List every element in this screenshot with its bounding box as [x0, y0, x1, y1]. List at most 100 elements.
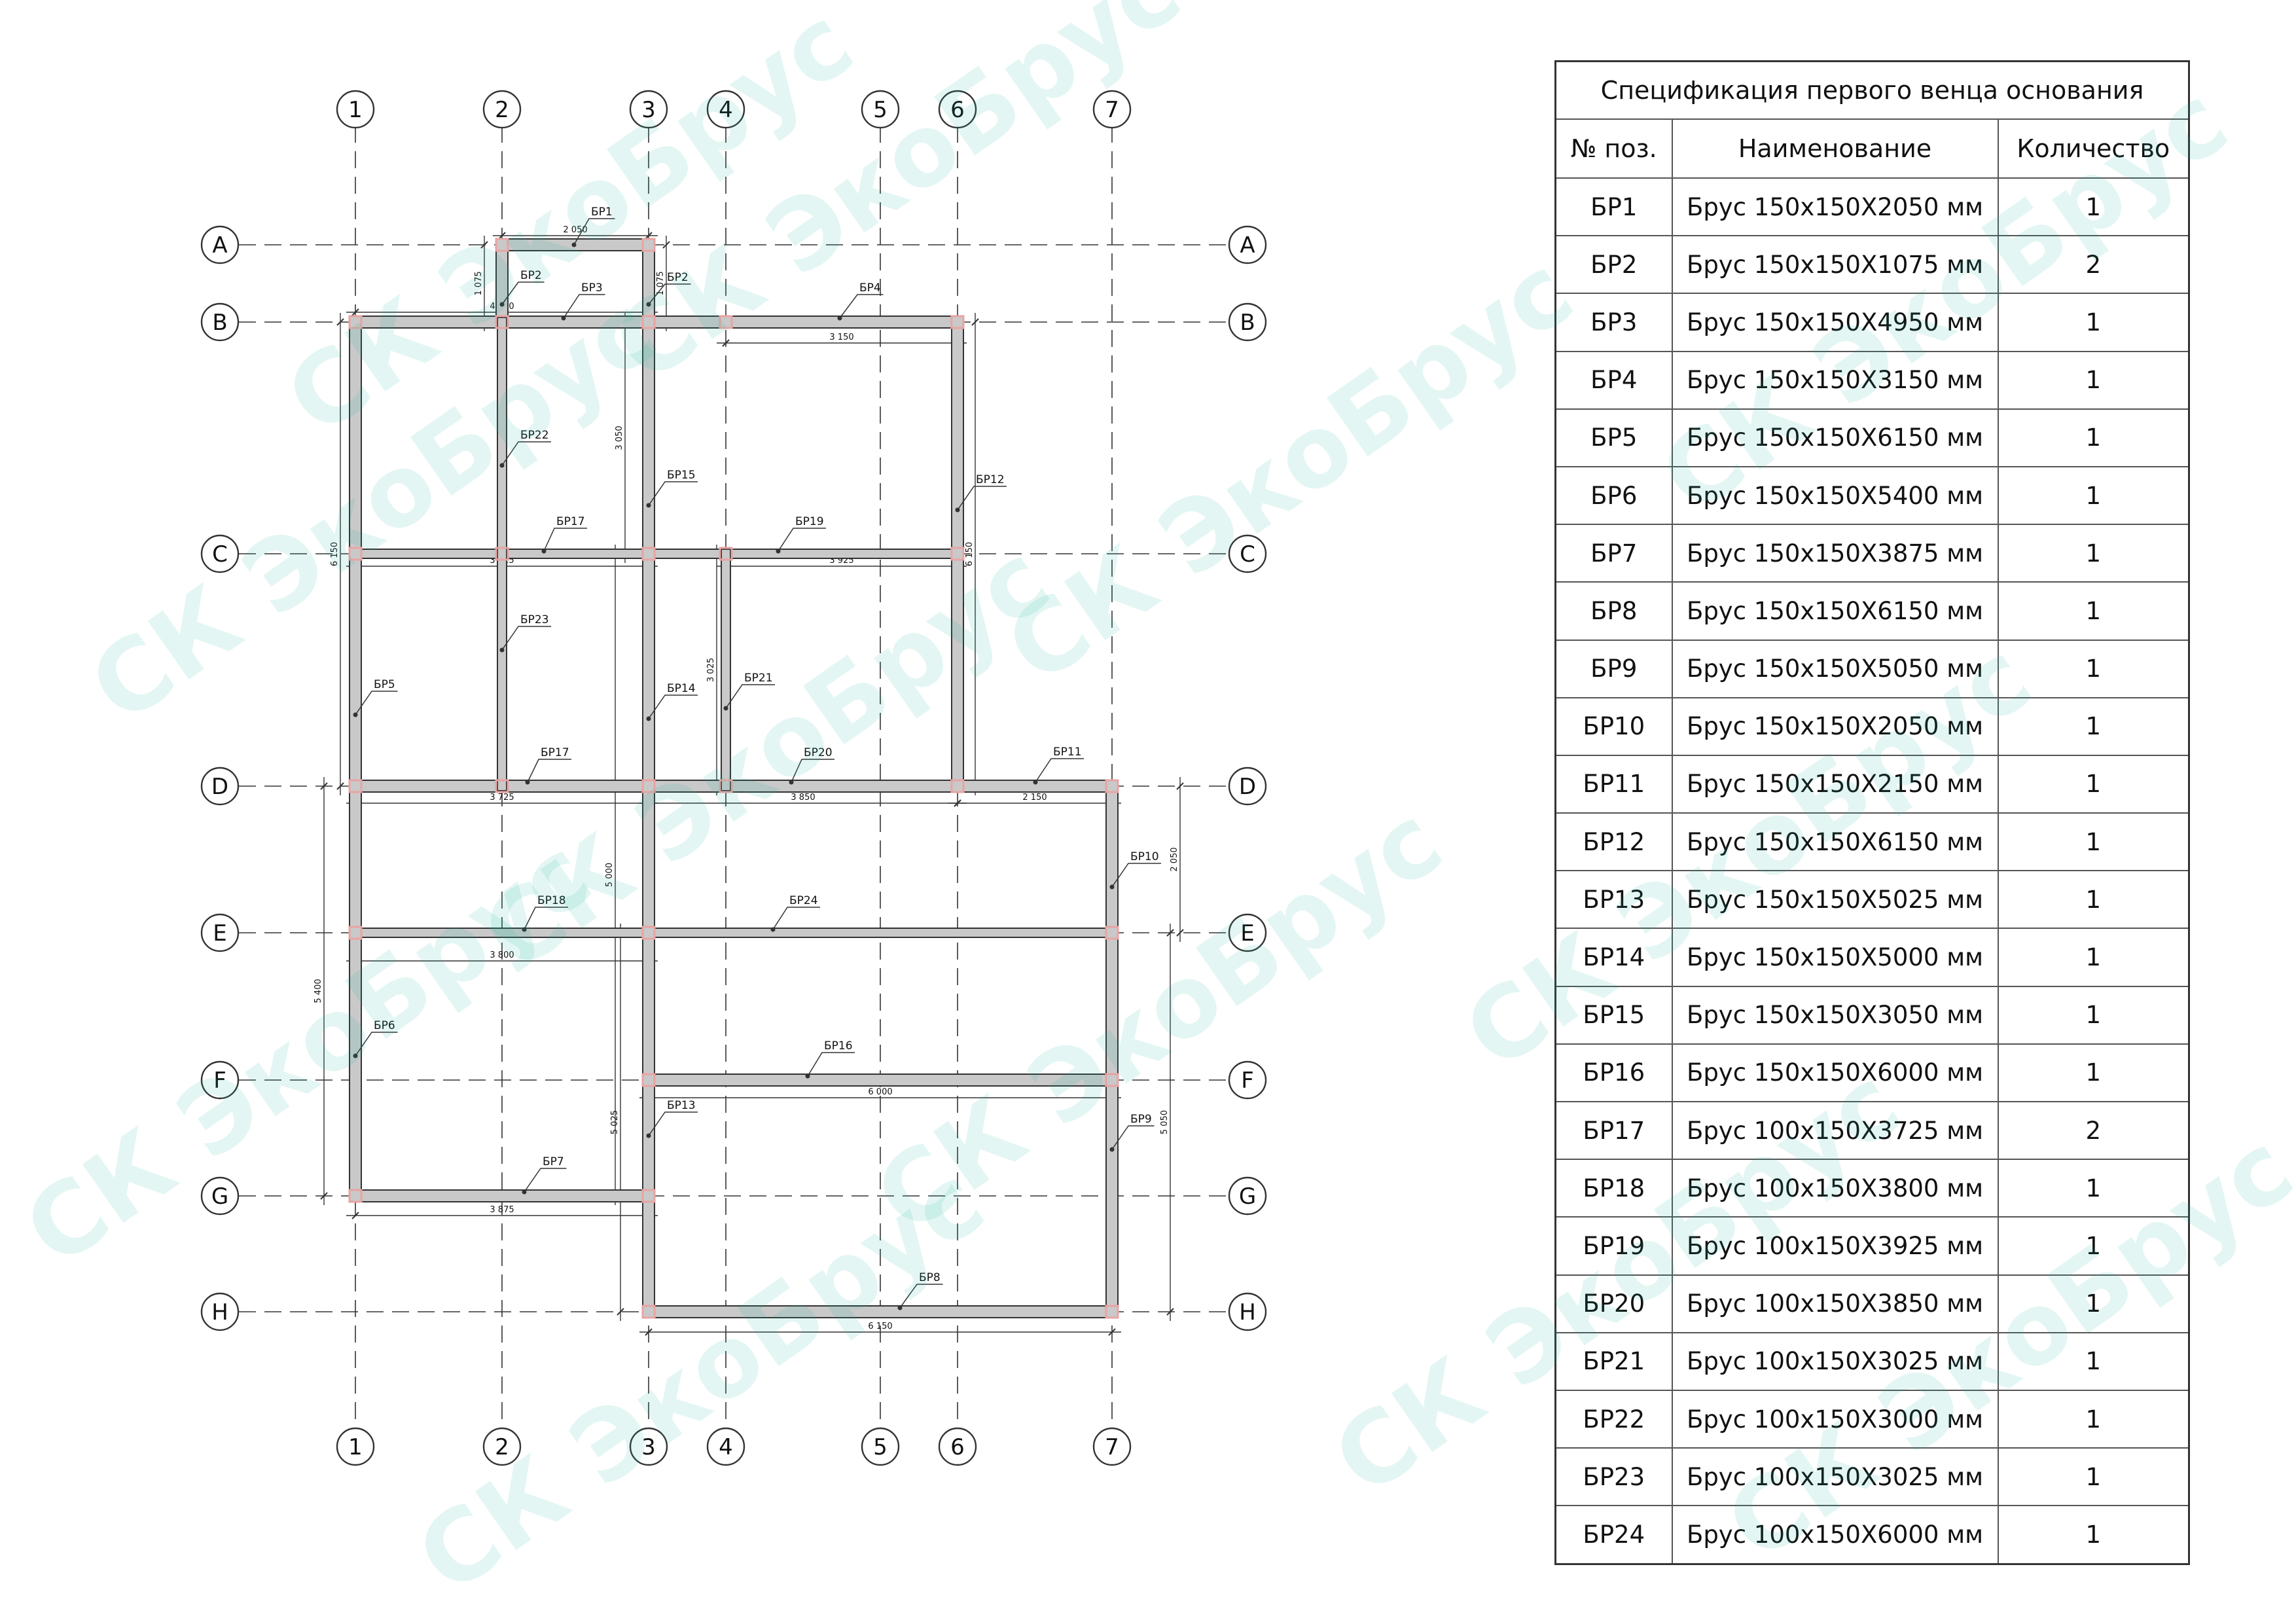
- specification-table: Спецификация первого венца основания № п…: [1554, 60, 2191, 1565]
- axis-bubble: [336, 1427, 375, 1466]
- axis-label: F: [213, 1068, 226, 1094]
- spec-cell-quantity: 1: [1997, 293, 2190, 352]
- beam-joint: [950, 315, 965, 329]
- dimension-label: 6 150: [330, 542, 340, 566]
- beam: [1105, 780, 1119, 1318]
- beam-joint: [641, 779, 656, 793]
- axis-label: H: [1239, 1299, 1256, 1326]
- beam: [349, 316, 362, 1202]
- dimension-tick: [722, 339, 730, 347]
- leader-line: [791, 759, 834, 783]
- dimension-label: 3 050: [615, 425, 624, 450]
- spec-cell-quantity: 1: [1997, 524, 2190, 583]
- beam-tag-label: БР2: [520, 269, 542, 282]
- dimension-tick: [351, 1212, 359, 1219]
- spec-cell-position: БР8: [1554, 581, 1673, 641]
- leader-line: [355, 691, 398, 715]
- spec-cell-position: БР7: [1554, 524, 1673, 583]
- beam-joint: [348, 926, 363, 940]
- dimension-tick: [1166, 1308, 1174, 1316]
- beam: [495, 238, 509, 329]
- axis-label: A: [212, 232, 227, 259]
- dimension-tick: [320, 782, 328, 790]
- spec-cell-name: Брус 100х150Х3025 мм: [1671, 1331, 1999, 1391]
- beam-joint: [641, 547, 656, 561]
- beam-joint: [719, 547, 733, 561]
- axis-label: A: [1240, 232, 1255, 259]
- axis-bubble: [200, 913, 240, 952]
- axis-label: 4: [719, 97, 733, 123]
- beam-joint: [348, 779, 363, 793]
- spec-cell-name: Брус 150х150Х2150 мм: [1671, 754, 1999, 814]
- beam-tag-label: БР8: [919, 1271, 941, 1284]
- axis-bubble: [1228, 913, 1267, 952]
- leader-line: [648, 1111, 698, 1136]
- spec-cell-quantity: 1: [1997, 812, 2190, 872]
- axis-label: E: [1240, 920, 1254, 947]
- leader-line: [839, 294, 884, 319]
- beam-tag-label: БР16: [824, 1039, 853, 1053]
- spec-cell-name: Брус 100х150Х3725 мм: [1671, 1100, 1999, 1161]
- dimension-label: 2 150: [1022, 793, 1047, 803]
- dimension-label: 5 025: [610, 1110, 620, 1134]
- spec-cell-position: БР5: [1554, 408, 1673, 467]
- beam: [349, 780, 1119, 793]
- axis-bubble: [1228, 534, 1267, 573]
- axis-bubble: [706, 1427, 745, 1466]
- spec-cell-quantity: 1: [1997, 581, 2190, 641]
- spec-cell-name: Брус 150х150Х5025 мм: [1671, 870, 1999, 929]
- dimension-tick: [662, 241, 670, 249]
- spec-cell-position: БР17: [1554, 1100, 1673, 1161]
- beam-tag-label: БР6: [374, 1019, 395, 1032]
- beam: [642, 1074, 1119, 1087]
- beam-joint: [348, 1189, 363, 1203]
- beam: [350, 549, 963, 559]
- axis-bubble: [336, 90, 375, 129]
- dimension-label: 3 150: [829, 333, 853, 342]
- beam: [349, 316, 964, 329]
- dimension-tick: [617, 1308, 624, 1316]
- dimension-label: 2 050: [563, 225, 587, 235]
- spec-cell-quantity: 1: [1997, 1447, 2190, 1507]
- beam-joint: [641, 926, 656, 940]
- leader-line: [501, 281, 545, 305]
- spec-cell-name: Брус 150х150Х6150 мм: [1671, 812, 1999, 872]
- dimension-tick: [336, 318, 344, 326]
- dimension-label: 3 025: [706, 658, 716, 682]
- spec-cell-name: Брус 150х150Х3050 мм: [1671, 985, 1999, 1045]
- leader-line: [524, 1168, 567, 1193]
- dimension-label: 6 150: [868, 1322, 892, 1331]
- leader-line: [355, 1032, 398, 1056]
- beam-tag-label: БР10: [1130, 850, 1159, 863]
- axis-bubble: [861, 1427, 900, 1466]
- spec-header-cell: Количество: [1997, 118, 2190, 179]
- axis-label: 2: [495, 97, 509, 123]
- spec-title: Спецификация первого венца основания: [1554, 60, 2190, 120]
- dimension-label: 2 050: [1170, 847, 1179, 871]
- dimension-tick: [336, 782, 344, 790]
- spec-cell-position: БР12: [1554, 812, 1673, 872]
- spec-cell-name: Брус 100х150Х3850 мм: [1671, 1274, 1999, 1333]
- beam-tag-label: БР22: [520, 429, 549, 442]
- spec-cell-quantity: 1: [1997, 1389, 2190, 1449]
- spec-cell-position: БР6: [1554, 465, 1673, 526]
- beam-joint: [348, 547, 363, 561]
- axis-bubble: [1228, 1292, 1267, 1331]
- beam-joint: [719, 315, 733, 329]
- spec-cell-name: Брус 100х150Х6000 мм: [1671, 1505, 1999, 1564]
- leader-line: [501, 626, 551, 651]
- beam-joint: [495, 779, 509, 793]
- spec-cell-quantity: 1: [1997, 465, 2190, 526]
- axis-label: 4: [719, 1434, 733, 1460]
